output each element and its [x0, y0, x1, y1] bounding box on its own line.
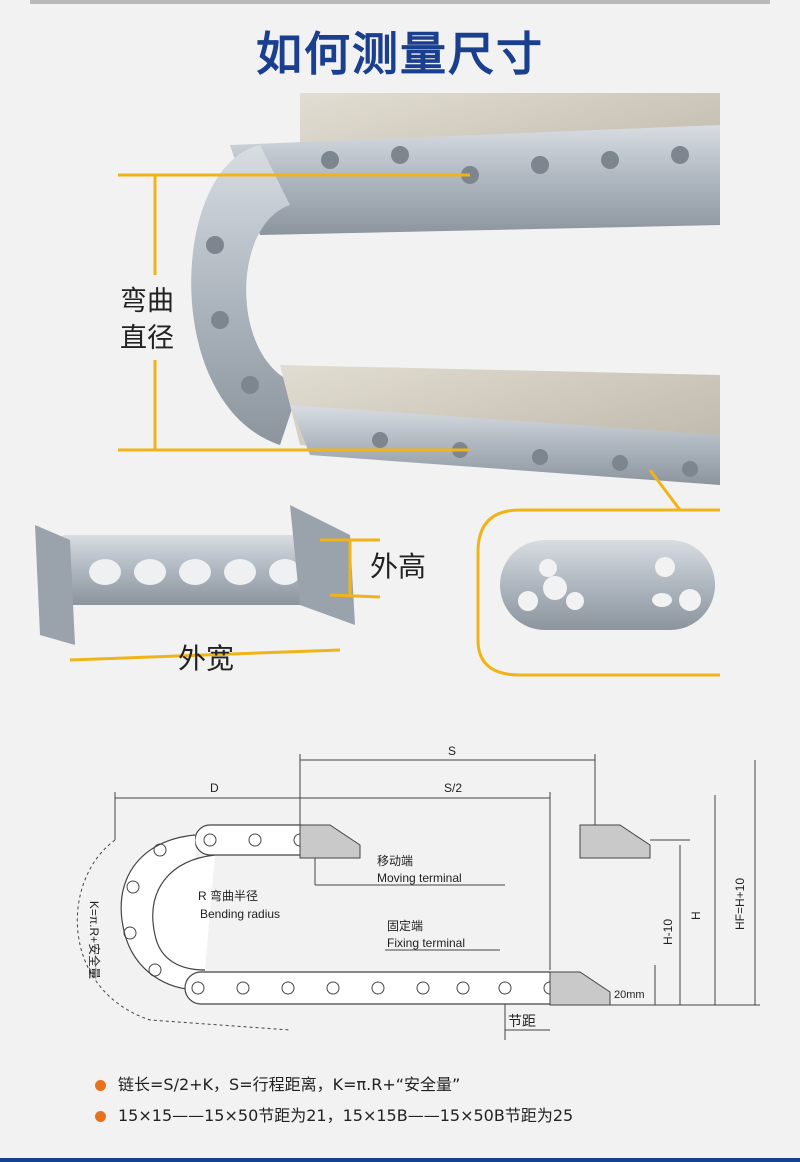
moving-terminal-en: Moving terminal	[377, 871, 462, 885]
moving-terminal-shape	[299, 824, 361, 859]
drag-chain-photo	[35, 93, 720, 677]
outer-height-label: 外高	[370, 550, 427, 583]
moving-terminal-cn: 移动端	[377, 854, 413, 868]
top-border	[30, 0, 770, 4]
bend-diameter-lines	[118, 173, 470, 452]
K-arc-label: K=π.R+安全量	[87, 901, 102, 979]
dim-S: S	[448, 744, 456, 758]
outer-width-label: 外宽	[178, 642, 235, 675]
bending-radius-en: Bending radius	[200, 907, 280, 921]
single-link	[35, 505, 355, 645]
zoom-callout	[476, 508, 720, 677]
fixing-terminal-cn: 固定端	[387, 918, 423, 933]
note-chain-length: 链长=S/2+K，S=行程距离，K=π.R+“安全量”	[95, 1071, 460, 1095]
dim-H-10: H-10	[661, 919, 675, 945]
dim-20mm: 20mm	[614, 989, 645, 1001]
dim-D: D	[210, 781, 219, 795]
bend-diameter-line1: 弯曲	[120, 286, 174, 317]
side-plate	[500, 540, 715, 630]
moving-terminal-end-shape	[579, 824, 651, 859]
pitch-label: 节距	[508, 1013, 536, 1029]
bending-radius-cn: R 弯曲半径	[198, 888, 258, 903]
bullet-icon	[95, 1111, 106, 1122]
dim-HF: HF=H+10	[733, 878, 747, 930]
chain-bolts	[206, 146, 698, 477]
bullet-icon	[95, 1080, 106, 1091]
bottom-border	[0, 1158, 800, 1162]
page-title: 如何测量尺寸	[256, 27, 544, 81]
bend-diameter-line2: 直径	[120, 323, 174, 354]
dimension-schematic: S S/2 D R 弯曲半径 Bending radius 移动端 Moving…	[76, 744, 760, 1040]
note-chain-length-text: 链长=S/2+K，S=行程距离，K=π.R+“安全量”	[118, 1075, 461, 1094]
dim-H: H	[689, 911, 703, 920]
link-dimension-lines	[69, 538, 381, 662]
note-pitch: 15×15——15×50节距为21，15×15B——15×50B节距为25	[95, 1102, 573, 1126]
bend-diameter-label: 弯曲 直径	[120, 283, 174, 357]
fixing-terminal-shape	[549, 971, 611, 1006]
note-pitch-text: 15×15——15×50节距为21，15×15B——15×50B节距为25	[118, 1106, 574, 1125]
dim-S-half: S/2	[444, 781, 462, 795]
fixing-terminal-en: Fixing terminal	[387, 936, 465, 950]
chain-bend	[191, 145, 300, 445]
